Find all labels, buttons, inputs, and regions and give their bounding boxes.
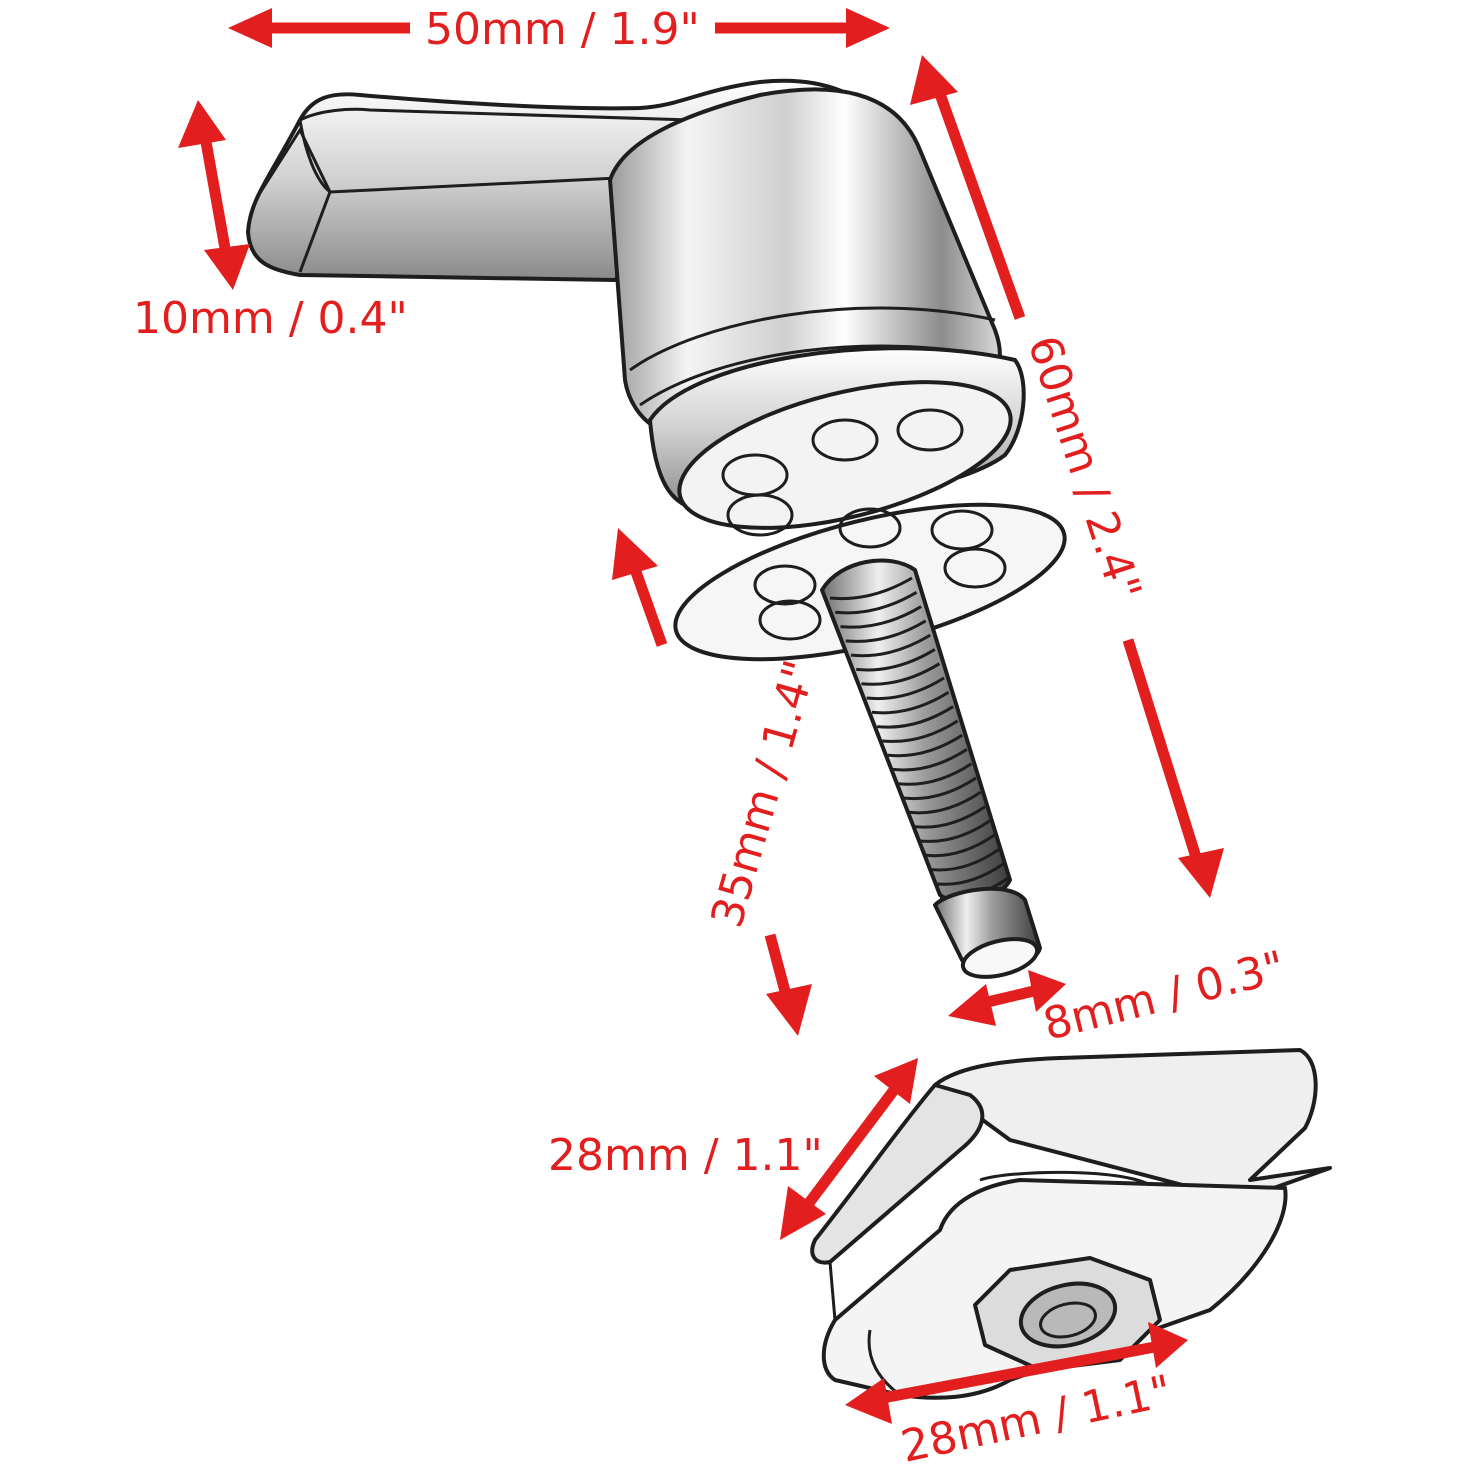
- washer-hole-1: [838, 507, 902, 549]
- base-hole-1: [811, 418, 879, 462]
- label-clip-width: 28mm / 1.1": [548, 1130, 823, 1181]
- label-handle-height: 10mm / 0.4": [133, 293, 408, 344]
- barrel-ring-1: [629, 306, 996, 372]
- thread-ridge: [924, 833, 996, 858]
- overall-length-arrow: [910, 55, 1224, 898]
- hinge-base: [648, 346, 1026, 537]
- thread-ridge: [866, 676, 945, 701]
- thread-ridge: [913, 805, 986, 829]
- thread-ridge: [850, 633, 932, 658]
- base-hole-4: [726, 493, 794, 537]
- dimension-arrows: [178, 8, 1224, 1424]
- thread-ridge: [887, 733, 964, 758]
- bolt-diameter-arrow: [948, 970, 1066, 1026]
- threaded-bolt: [820, 558, 1042, 979]
- clip-top-plate: [933, 1048, 1332, 1202]
- clip-length-arrow: [845, 1322, 1188, 1424]
- base-hole-2: [896, 408, 964, 452]
- thread-ridge: [871, 691, 950, 715]
- thread-ridge: [856, 648, 936, 672]
- label-handle-length: 50mm / 1.9": [425, 4, 700, 55]
- washer-hole-2: [930, 509, 994, 551]
- handle-length-arrow: [228, 8, 890, 48]
- washer-hole-3: [943, 547, 1007, 589]
- thread-ridge: [918, 819, 991, 843]
- bolt-length-arrow: [612, 528, 812, 1036]
- thread-ridge: [929, 848, 1000, 872]
- handle-height-arrow: [178, 100, 250, 290]
- thread-ridge: [876, 705, 954, 729]
- thread-ridge: [829, 576, 913, 601]
- thread-ridge: [908, 791, 982, 815]
- clip-slot: [979, 1170, 1151, 1187]
- hex-nut-hole: [1039, 1301, 1097, 1339]
- thread-ridge: [835, 590, 918, 615]
- thread-ridge: [845, 619, 927, 643]
- thread-ridge: [892, 748, 968, 772]
- thread-ridge: [934, 862, 1005, 886]
- clip-side-curl: [810, 1083, 985, 1265]
- base-face: [677, 380, 1013, 530]
- bolt-threads: [829, 576, 1009, 901]
- washer-hole-4: [753, 564, 817, 606]
- handle-bevel: [256, 126, 332, 273]
- label-bolt-length: 35mm / 1.4": [702, 655, 827, 933]
- thread-ridge: [882, 719, 959, 743]
- thread-ridge: [861, 662, 941, 686]
- thread-ridge: [840, 605, 922, 629]
- thread-ridge: [903, 776, 977, 801]
- hex-nut: [973, 1256, 1162, 1372]
- bolt-end-face: [960, 937, 1040, 979]
- thread-ridge: [897, 762, 973, 786]
- spring-clip-nut: [810, 1048, 1332, 1400]
- label-bolt-diameter: 8mm / 0.3": [1038, 941, 1290, 1050]
- clip-width-arrow: [780, 1058, 918, 1240]
- washer-hole-5: [758, 599, 822, 641]
